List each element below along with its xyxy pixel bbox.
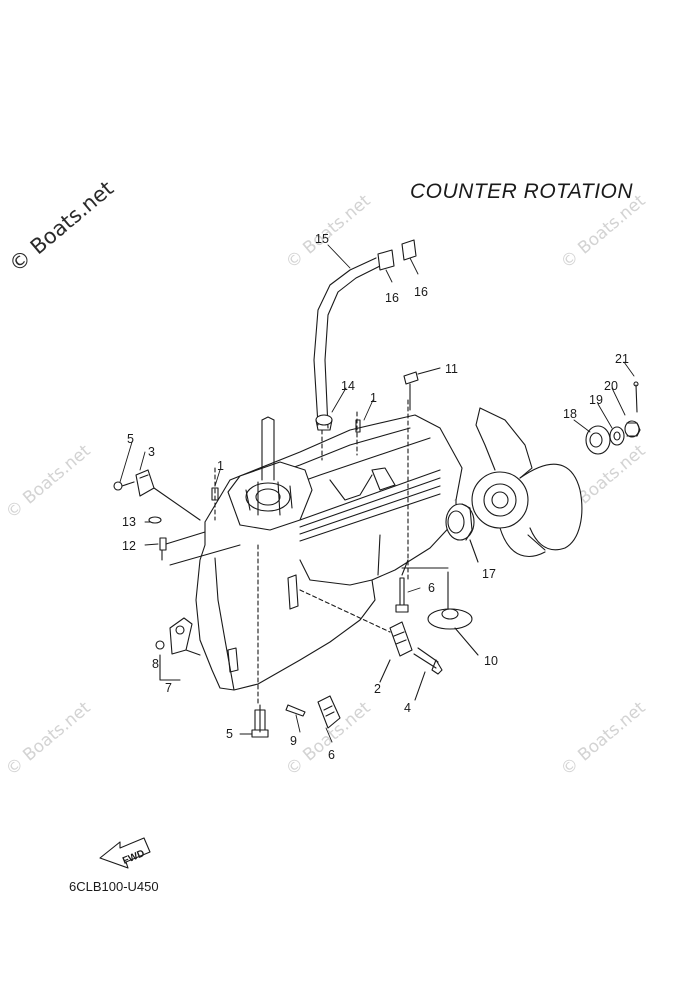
lower-case-housing <box>169 399 463 706</box>
callout-number: 2 <box>374 682 381 696</box>
callout-number: 5 <box>127 432 134 446</box>
callout-leaders <box>119 244 635 743</box>
grease-nipple-12 <box>148 516 206 561</box>
callout-number: 4 <box>404 701 411 715</box>
diagram-title: COUNTER ROTATION <box>410 180 634 203</box>
callout-number: 21 <box>615 352 629 366</box>
callout-number: 1 <box>217 459 224 473</box>
fwd-arrow-icon: FWD <box>99 837 151 869</box>
callout-number: 16 <box>414 285 428 299</box>
callout-number: 6 <box>428 581 435 595</box>
callout-number: 20 <box>604 379 618 393</box>
callout-number: 1 <box>370 391 377 405</box>
anode-2 <box>379 621 413 683</box>
callout-number: 13 <box>122 515 136 529</box>
callout-number: 6 <box>328 748 335 762</box>
bolt-6 <box>395 577 409 613</box>
callout-number: 17 <box>482 567 496 581</box>
callout-number: 8 <box>152 657 159 671</box>
bolt-4 <box>413 647 443 701</box>
callout-number: 5 <box>226 727 233 741</box>
callout-number: 11 <box>445 362 458 376</box>
callout-number: 16 <box>385 291 399 305</box>
propeller <box>471 407 583 557</box>
water-inlet-cover-3 <box>113 469 201 521</box>
callout-number: 10 <box>484 654 498 668</box>
callout-number: 14 <box>341 379 355 393</box>
hose-and-grommet <box>211 239 441 501</box>
thrust-spacer <box>445 503 479 563</box>
trim-tab-anode <box>401 567 479 656</box>
callout-number: 7 <box>165 681 172 695</box>
callout-number: 9 <box>290 734 297 748</box>
callout-number: 15 <box>315 232 329 246</box>
bolt-9-and-anode-6 <box>251 695 341 738</box>
diagram-part-code: 6CLB100-U450 <box>69 879 159 894</box>
callout-number: 3 <box>148 445 155 459</box>
callout-number: 19 <box>589 393 603 407</box>
anode-7 <box>155 617 201 681</box>
callout-number: 12 <box>122 539 136 553</box>
propeller-nut-stack <box>585 381 641 455</box>
callout-number: 18 <box>563 407 577 421</box>
